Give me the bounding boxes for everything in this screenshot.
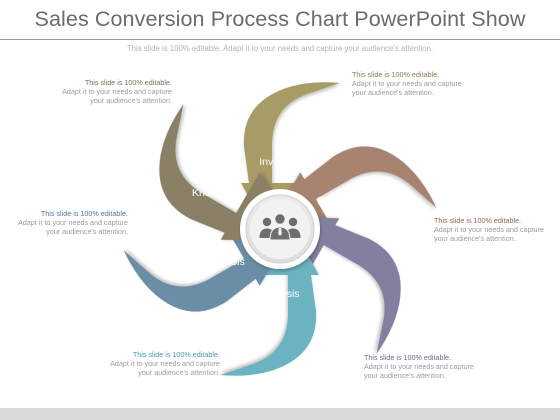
- slide-title: Sales Conversion Process Chart PowerPoin…: [34, 7, 526, 31]
- note-head: This slide is 100% editable.: [364, 353, 452, 362]
- note-head: This slide is 100% editable.: [132, 350, 220, 359]
- note-body: Adapt it to your needs and capture your …: [352, 79, 462, 97]
- note-body: Adapt it to your needs and capture your …: [62, 87, 172, 105]
- slide-subtitle: This slide is 100% editable. Adapt it to…: [126, 44, 434, 53]
- segment-label: Finance: [317, 195, 355, 207]
- segment-label: Knowledge: [192, 187, 244, 199]
- note-head: This slide is 100% editable.: [40, 209, 128, 218]
- note-knowledge: This slide is 100% editable. Adapt it to…: [56, 78, 172, 105]
- note-finance: This slide is 100% editable. Adapt it to…: [434, 216, 550, 243]
- note-synthesis: This slide is 100% editable. Adapt it to…: [12, 209, 128, 236]
- title-divider: [0, 39, 560, 40]
- note-body: Adapt it to your needs and capture your …: [364, 362, 474, 380]
- note-body: Adapt it to your needs and capture your …: [110, 359, 220, 377]
- note-sales: This slide is 100% editable. Adapt it to…: [364, 353, 480, 380]
- note-head: This slide is 100% editable.: [352, 70, 440, 79]
- people-group-icon: [259, 213, 301, 241]
- note-head: This slide is 100% editable.: [434, 216, 522, 225]
- note-analysis: This slide is 100% editable. Adapt it to…: [104, 350, 220, 377]
- segment-label: Analysis: [260, 288, 299, 300]
- note-head: This slide is 100% editable.: [84, 78, 172, 87]
- center-hub: [240, 189, 320, 269]
- segment-label: Synthesis: [199, 256, 245, 268]
- segment-label: Sales: [324, 259, 350, 271]
- segment-label: Invoicing: [259, 156, 301, 168]
- note-body: Adapt it to your needs and capture your …: [18, 218, 128, 236]
- note-invoicing: This slide is 100% editable. Adapt it to…: [352, 70, 468, 97]
- footer-bar: [0, 408, 560, 420]
- note-body: Adapt it to your needs and capture your …: [434, 225, 544, 243]
